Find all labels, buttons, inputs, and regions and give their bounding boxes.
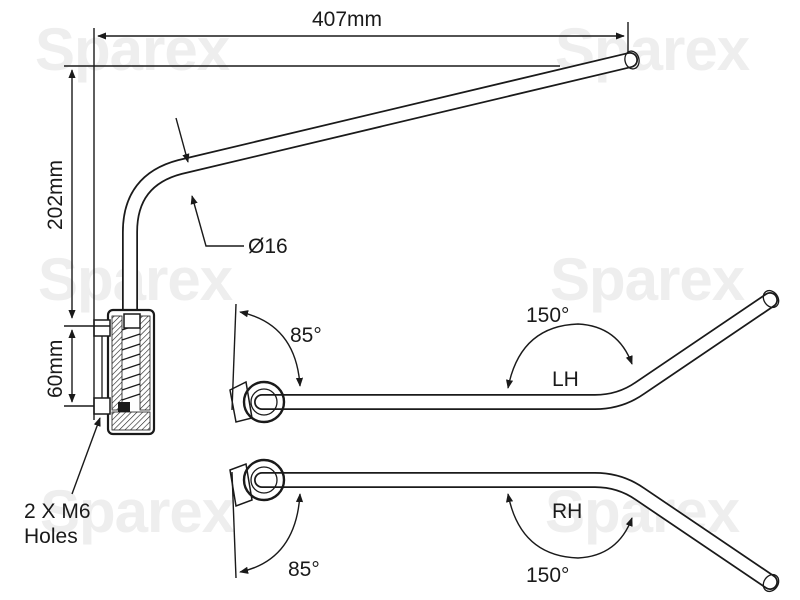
dimension-height: 202mm — [44, 65, 560, 319]
holes-callout: 2 X M6 Holes — [24, 417, 101, 548]
diameter-callout: Ø16 — [190, 195, 288, 258]
holes-label-line2: Holes — [24, 525, 78, 548]
watermark-text: Sparex — [35, 16, 230, 83]
mount-block — [93, 308, 156, 436]
lh-mount-angle: 85° — [290, 324, 322, 347]
lh-bend-angle: 150° — [526, 304, 569, 327]
diameter-label: Ø16 — [248, 235, 288, 258]
rh-view: 85° 150° RH — [229, 458, 780, 593]
dimension-mount-height: 60mm — [44, 325, 110, 407]
watermark-text: Sparex — [40, 478, 235, 545]
dimension-width-label: 407mm — [312, 8, 382, 31]
rh-mount-angle: 85° — [288, 558, 320, 581]
watermark-text: Sparex — [550, 246, 745, 313]
watermark-group: Sparex Sparex Sparex Sparex Sparex Spare… — [35, 16, 751, 545]
dimension-width: 407mm — [93, 8, 629, 420]
lh-side-label: LH — [552, 368, 579, 391]
dimension-mount-height-label: 60mm — [44, 340, 67, 398]
rh-side-label: RH — [552, 500, 582, 523]
holes-label-line1: 2 X M6 — [24, 500, 91, 523]
bend-indicator-arrow — [175, 117, 190, 163]
side-view-rod — [122, 50, 640, 326]
rh-bend-angle: 150° — [526, 564, 569, 587]
lh-view: 85° 150° LH — [229, 289, 780, 424]
dimension-height-label: 202mm — [44, 160, 67, 230]
